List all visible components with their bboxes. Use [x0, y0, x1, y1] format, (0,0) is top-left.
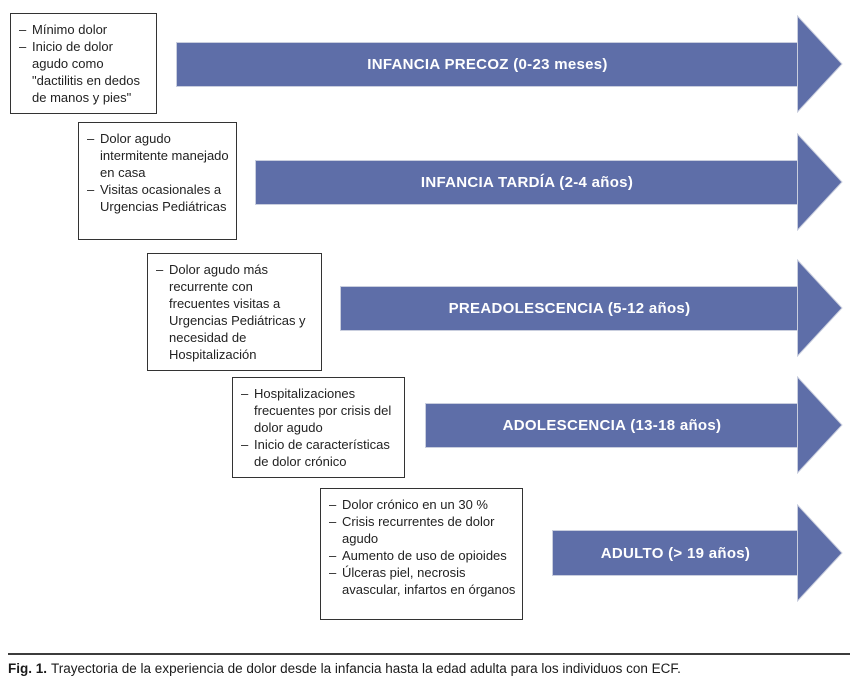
- bullet-dash: –: [329, 565, 337, 580]
- note-item: – Dolor crónico en un 30 %: [329, 496, 518, 513]
- note-item: – Dolor agudo más recurrente con frecuen…: [156, 261, 317, 363]
- note-item: – Dolor agudo intermitente manejado en c…: [87, 130, 232, 181]
- stage-label: PREADOLESCENCIA (5-12 años): [448, 300, 691, 317]
- figure-caption: Fig. 1.Trayectoria de la experiencia de …: [8, 661, 850, 676]
- bullet-dash: –: [19, 22, 27, 37]
- note-item: – Visitas ocasionales a Urgencias Pediát…: [87, 181, 232, 215]
- note-item: – Hospitalizaciones frecuentes por crisi…: [241, 385, 400, 436]
- note-box-infancia-tardia: – Dolor agudo intermitente manejado en c…: [78, 122, 237, 240]
- note-box-adolescencia: – Hospitalizaciones frecuentes por crisi…: [232, 377, 405, 478]
- caption-divider: [8, 653, 850, 655]
- arrow-head-icon: [797, 15, 843, 113]
- stage-label: ADULTO (> 19 años): [600, 544, 751, 562]
- note-box-adulto: – Dolor crónico en un 30 % – Crisis recu…: [320, 488, 523, 620]
- bullet-dash: –: [19, 39, 27, 54]
- note-text: Crisis recurrentes de dolor agudo: [342, 514, 495, 546]
- note-text: Aumento de uso de opioides: [342, 548, 507, 563]
- note-text: Dolor agudo intermitente manejado en cas…: [100, 131, 229, 180]
- note-item: – Inicio de características de dolor cró…: [241, 436, 400, 470]
- note-text: Visitas ocasionales a Urgencias Pediátri…: [100, 182, 227, 214]
- note-item: – Crisis recurrentes de dolor agudo: [329, 513, 518, 547]
- note-item: – Mínimo dolor: [19, 21, 152, 38]
- stage-label: INFANCIA PRECOZ (0-23 meses): [367, 56, 608, 73]
- bullet-dash: –: [241, 437, 249, 452]
- arrow-body: PREADOLESCENCIA (5-12 años): [340, 286, 798, 331]
- note-box-preadolescencia: – Dolor agudo más recurrente con frecuen…: [147, 253, 322, 371]
- stage-label: INFANCIA TARDÍA (2-4 años): [420, 174, 634, 191]
- bullet-dash: –: [329, 514, 337, 529]
- note-text: Dolor crónico en un 30 %: [342, 497, 488, 512]
- note-item: – Aumento de uso de opioides: [329, 547, 518, 564]
- note-item: – Úlceras piel, necrosis avascular, infa…: [329, 564, 518, 598]
- arrow-head-icon: [797, 133, 843, 231]
- note-text: Inicio de características de dolor cróni…: [254, 437, 390, 469]
- bullet-dash: –: [156, 262, 164, 277]
- note-text: Hospitalizaciones frecuentes por crisis …: [254, 386, 392, 435]
- arrow-body: ADULTO (> 19 años): [552, 530, 798, 576]
- bullet-dash: –: [87, 131, 95, 146]
- note-box-infancia-precoz: – Mínimo dolor – Inicio de dolor agudo c…: [10, 13, 157, 114]
- arrow-head-icon: [797, 259, 843, 357]
- arrow-body: ADOLESCENCIA (13-18 años): [425, 403, 798, 448]
- arrow-body: INFANCIA TARDÍA (2-4 años): [255, 160, 798, 205]
- note-item: – Inicio de dolor agudo como "dactilitis…: [19, 38, 152, 106]
- note-text: Úlceras piel, necrosis avascular, infart…: [342, 565, 516, 597]
- bullet-dash: –: [87, 182, 95, 197]
- note-text: Inicio de dolor agudo como "dactilitis e…: [32, 39, 140, 105]
- figure-caption-text: Trayectoria de la experiencia de dolor d…: [51, 661, 681, 676]
- arrow-head-icon: [797, 376, 843, 474]
- bullet-dash: –: [329, 548, 337, 563]
- bullet-dash: –: [329, 497, 337, 512]
- note-text: Mínimo dolor: [32, 22, 108, 37]
- note-text: Dolor agudo más recurrente con frecuente…: [169, 262, 306, 362]
- arrow-body: INFANCIA PRECOZ (0-23 meses): [176, 42, 798, 87]
- bullet-dash: –: [241, 386, 249, 401]
- arrow-head-icon: [797, 504, 843, 602]
- stage-label: ADOLESCENCIA (13-18 años): [502, 417, 722, 434]
- figure-caption-label: Fig. 1.: [8, 661, 48, 676]
